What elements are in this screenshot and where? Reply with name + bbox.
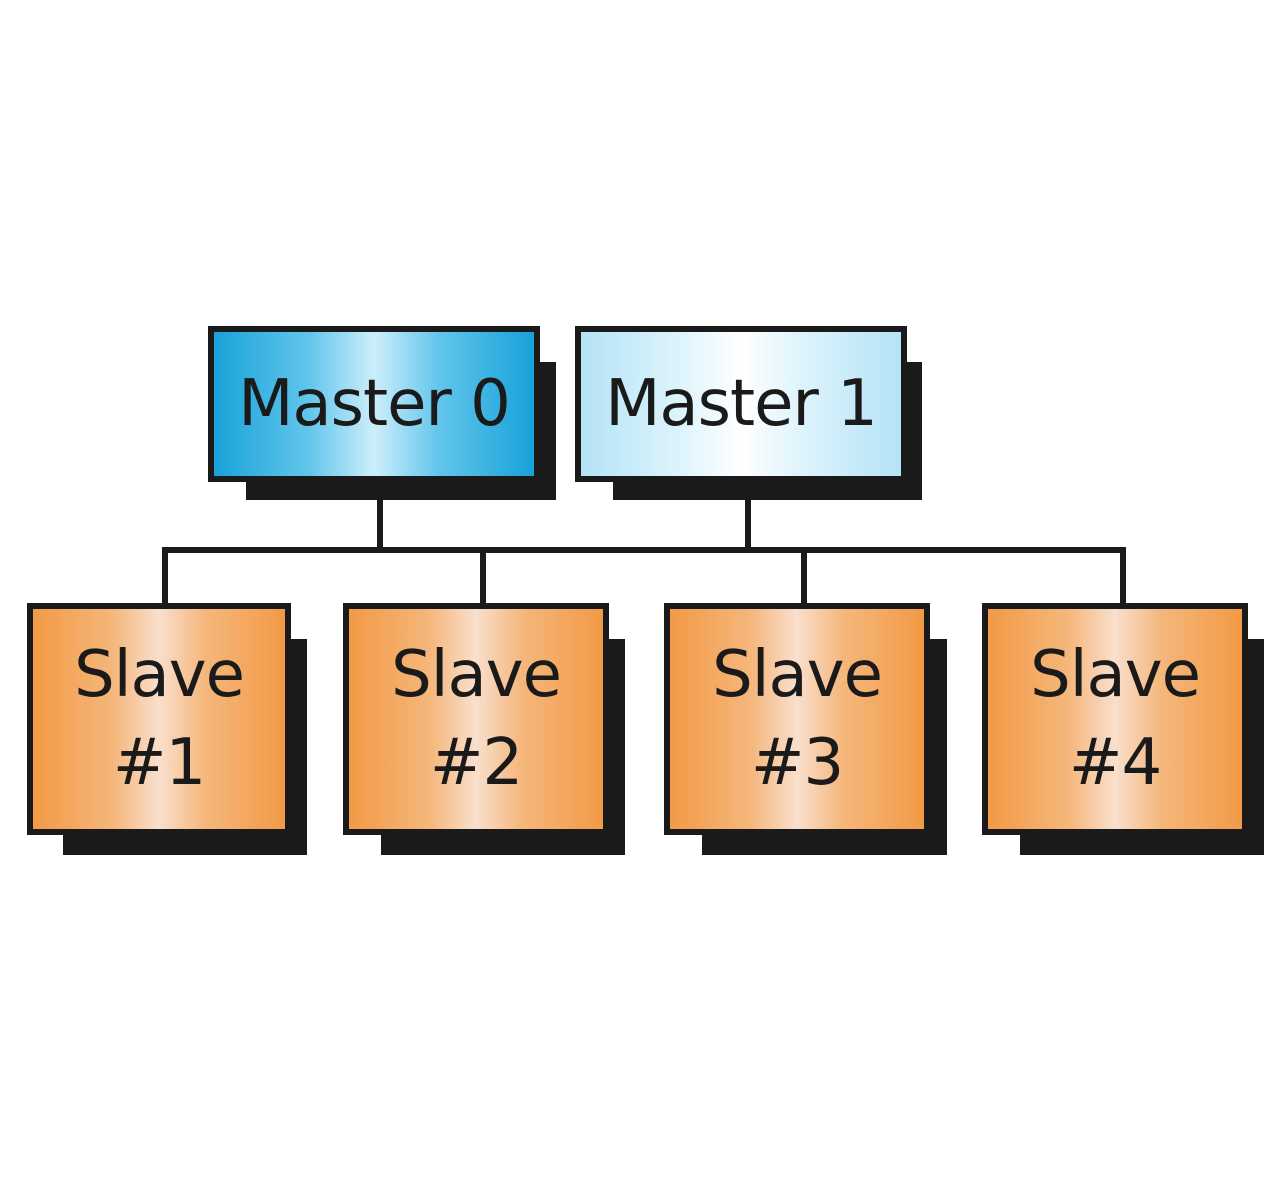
slave-4-node: Slave #4	[982, 603, 1264, 855]
master-1-node: Master 1	[575, 326, 922, 500]
slave-3-node: Slave #3	[664, 603, 947, 855]
slave-3-label: Slave	[712, 638, 883, 712]
slave-1-box: Slave #1	[27, 603, 291, 835]
slave-3-box: Slave #3	[664, 603, 930, 835]
slave-4-box: Slave #4	[982, 603, 1248, 835]
slave-1-node: Slave #1	[27, 603, 307, 855]
slave-4-label: Slave	[1030, 638, 1201, 712]
slave-2-box: Slave #2	[343, 603, 609, 835]
slave-2-number: #2	[429, 726, 523, 800]
master-0-node: Master 0	[208, 326, 556, 500]
slave-2-node: Slave #2	[343, 603, 625, 855]
master-1-label: Master 1	[605, 367, 878, 441]
slave-4-number: #4	[1068, 726, 1162, 800]
master-1-box: Master 1	[575, 326, 907, 482]
master-0-label: Master 0	[238, 367, 511, 441]
slave-1-label: Slave	[74, 638, 245, 712]
slave-2-label: Slave	[391, 638, 562, 712]
slave-3-number: #3	[750, 726, 844, 800]
slave-1-number: #1	[112, 726, 206, 800]
master-0-box: Master 0	[208, 326, 540, 482]
